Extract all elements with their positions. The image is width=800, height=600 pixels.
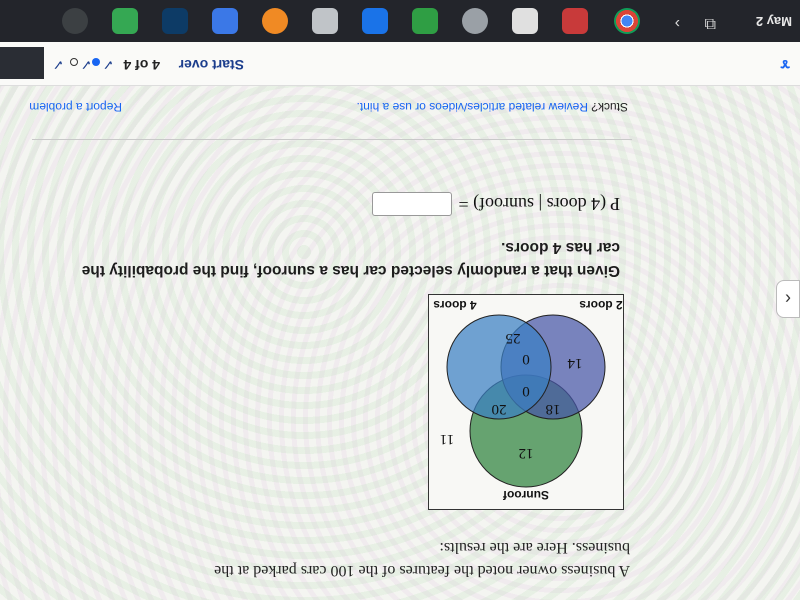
- check-answer-button[interactable]: [0, 47, 44, 79]
- app-docs-icon[interactable]: [212, 8, 238, 34]
- question-line-1: A business owner noted the features of t…: [214, 562, 630, 579]
- app-grey-icon[interactable]: [312, 8, 338, 34]
- check-icon: ✓: [52, 57, 64, 73]
- stuck-label: Stuck?: [591, 100, 628, 114]
- two-doors-label: 2 doors: [579, 298, 623, 312]
- question-text: A business owner noted the features of t…: [214, 536, 630, 582]
- venn-svg: Sunroof 2 doors 4 doors 12 18 20 0 0 14 …: [433, 298, 623, 502]
- progress-indicator: 4 of 4: [123, 57, 160, 73]
- four-doors-circle: [446, 314, 552, 420]
- app-k12-icon[interactable]: [512, 8, 538, 34]
- app-red-cube-icon[interactable]: [562, 8, 588, 34]
- venn-diagram: Sunroof 2 doors 4 doors 12 18 20 0 0 14 …: [428, 294, 624, 510]
- bottom-bar: ɤ Start over 4 of 4 ✓ ✓ ✓: [0, 41, 800, 86]
- hint-link[interactable]: Review related articles/videos or use a …: [356, 100, 588, 114]
- app-gear-icon[interactable]: [462, 8, 488, 34]
- progress-dot-current-icon: [92, 58, 100, 66]
- back-arrow-button[interactable]: ‹: [776, 280, 800, 318]
- four-doors-label: 4 doors: [433, 298, 477, 312]
- region-sunroof-only: 12: [519, 445, 534, 461]
- divider: [32, 139, 632, 140]
- taskbar-date: May 2: [755, 14, 792, 29]
- region-four-doors-only: 25: [506, 330, 521, 346]
- start-over-button[interactable]: Start over: [178, 57, 244, 73]
- region-two-doors-only: 14: [567, 355, 583, 371]
- app-green-icon[interactable]: [412, 8, 438, 34]
- answer-input[interactable]: [372, 192, 453, 216]
- report-problem-link[interactable]: Report a problem: [29, 100, 122, 114]
- region-sunroof-two-doors: 18: [546, 401, 561, 417]
- region-two-four-doors: 0: [522, 351, 530, 367]
- probability-row: P (4 doors | sunroof) =: [372, 192, 620, 216]
- app-x-icon[interactable]: [162, 8, 188, 34]
- chevron-left-icon: ‹: [785, 289, 791, 310]
- given-text: Given that a randomly selected car has a…: [82, 236, 620, 283]
- khan-logo-icon: ɤ: [780, 56, 790, 73]
- given-line-2: car has 4 doors.: [501, 238, 620, 256]
- app-orange-icon[interactable]: [262, 8, 288, 34]
- launcher-icon[interactable]: [62, 8, 88, 34]
- given-line-1: Given that a randomly selected car has a…: [81, 262, 620, 279]
- app-triangle-icon[interactable]: [112, 8, 138, 34]
- check-icon: ✓: [102, 57, 114, 73]
- question-line-2: business. Here are the results:: [439, 538, 630, 556]
- check-icon: ✓: [80, 57, 92, 73]
- chrome-icon[interactable]: [614, 8, 640, 34]
- region-sunroof-four-doors: 20: [492, 401, 507, 417]
- region-all-three: 0: [522, 383, 530, 399]
- region-outside: 11: [440, 431, 454, 447]
- taskbar: May 2 ⧉ ›: [0, 0, 800, 42]
- progress-dot-empty-icon: [70, 58, 78, 66]
- app-blue-icon[interactable]: [362, 8, 388, 34]
- chevron-right-icon[interactable]: ›: [674, 15, 680, 32]
- stuck-row: Stuck? Review related articles/videos or…: [357, 100, 628, 114]
- screen-capture-icon[interactable]: ⧉: [704, 15, 716, 32]
- sunroof-label: Sunroof: [502, 488, 549, 502]
- probability-expression: P (4 doors | sunroof) =: [458, 194, 620, 215]
